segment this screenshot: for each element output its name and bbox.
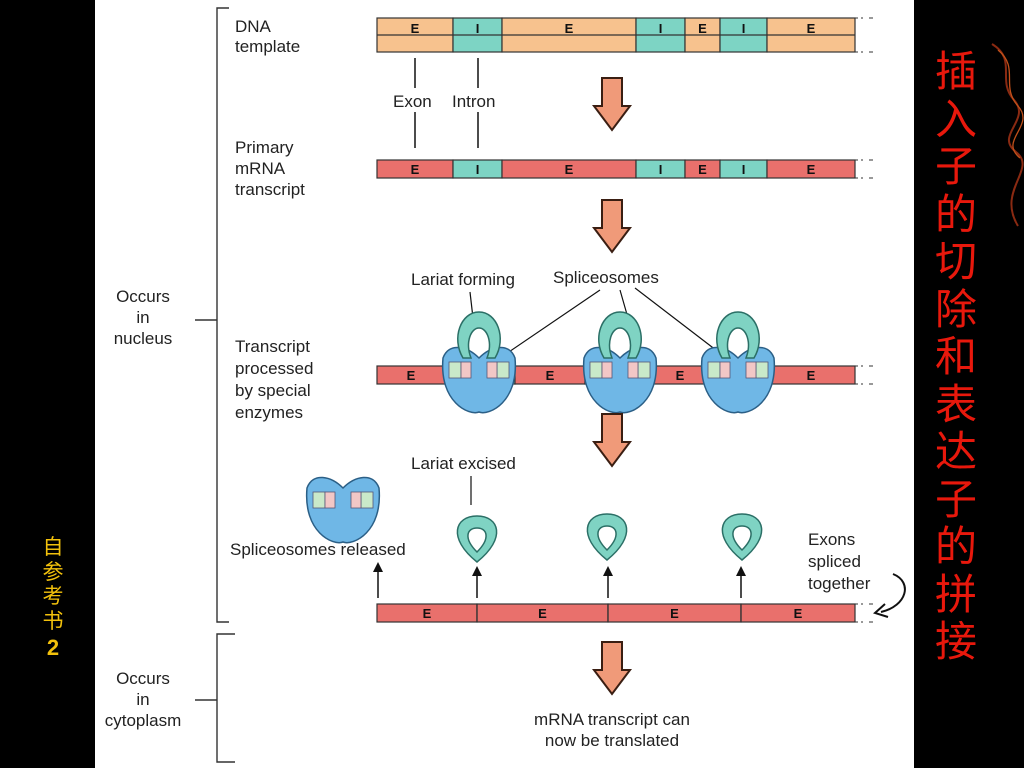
lariat-excised-label: Lariat excised — [411, 454, 516, 473]
segment-label: E — [423, 606, 432, 621]
exon-label: Exon — [393, 92, 432, 111]
segment-label: I — [742, 21, 746, 36]
segment-label: E — [565, 162, 574, 177]
squiggle-icon — [991, 43, 1024, 227]
down-arrow-icon — [592, 413, 632, 468]
segment-label: I — [659, 162, 663, 177]
up-arrow-icon — [736, 566, 746, 576]
segment-label: E — [807, 368, 816, 383]
cytoplasm-bracket — [216, 633, 235, 763]
lariat-icon — [721, 513, 763, 561]
segment-label: E — [538, 606, 547, 621]
segment-label: I — [659, 21, 663, 36]
segment-label: E — [698, 21, 707, 36]
curved-arrow-icon — [873, 603, 889, 618]
segment-label: E — [807, 162, 816, 177]
segment-label: E — [807, 21, 816, 36]
segment-label: I — [476, 162, 480, 177]
spliceosome-icon — [306, 476, 380, 544]
up-arrow-icon — [373, 562, 383, 572]
segment-label: E — [546, 368, 555, 383]
segment-label: E — [411, 21, 420, 36]
nucleus-bracket — [216, 7, 229, 623]
exon-segment — [766, 159, 856, 179]
lariat-forming-label: Lariat forming — [411, 270, 515, 289]
spliceosome-icon — [583, 311, 657, 414]
down-arrow-icon — [592, 77, 632, 132]
down-arrow-icon — [592, 641, 632, 696]
segment-label: E — [565, 21, 574, 36]
lariat-icon — [456, 515, 498, 563]
spliceosomes-released-label: Spliceosomes released — [230, 540, 406, 559]
segment-label: E — [411, 162, 420, 177]
segment-label: E — [698, 162, 707, 177]
down-arrow-icon — [592, 199, 632, 254]
reference-text: 自参考书 — [42, 535, 64, 633]
side-title: 插入子的切除和表达子的拼接 — [934, 47, 977, 666]
spliceosome-icon — [442, 311, 516, 414]
lariat-icon — [586, 513, 628, 561]
segment-label: E — [794, 606, 803, 621]
segment-label: I — [476, 21, 480, 36]
segment-label: E — [676, 368, 685, 383]
reference-note: 自参考书 2 — [38, 535, 68, 661]
spliceosomes-label: Spliceosomes — [553, 268, 659, 287]
intron-label: Intron — [452, 92, 495, 111]
reference-number: 2 — [46, 635, 60, 660]
spliceosome-icon — [701, 311, 775, 414]
up-arrow-icon — [472, 566, 482, 576]
segment-label: I — [742, 162, 746, 177]
up-arrow-icon — [603, 566, 613, 576]
segment-label: E — [670, 606, 679, 621]
segment-label: E — [407, 368, 416, 383]
